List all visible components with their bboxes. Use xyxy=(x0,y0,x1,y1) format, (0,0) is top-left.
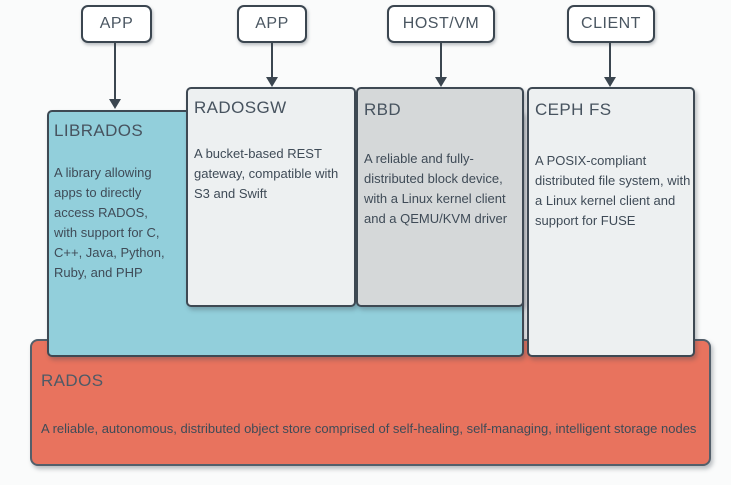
arrow-down-icon xyxy=(435,77,447,87)
component-cephfs-description: A POSIX-compliant distributed file syste… xyxy=(535,153,691,228)
arrow-down-icon xyxy=(109,99,121,109)
node-host-vm-label: HOST/VM xyxy=(402,15,480,32)
node-app-1: APP xyxy=(81,5,152,43)
component-librados-description: A library allowing apps to directly acce… xyxy=(54,165,165,280)
node-app-2-label: APP xyxy=(255,15,289,32)
arrow-down-icon xyxy=(604,77,616,87)
component-rados-description: A reliable, autonomous, distributed obje… xyxy=(41,421,697,436)
arrow-down-icon xyxy=(266,77,278,87)
component-rbd-description: A reliable and fully-distributed block d… xyxy=(364,151,508,226)
node-client-label: CLIENT xyxy=(581,15,641,32)
arrow-client-to-cephfs-line xyxy=(609,43,611,78)
component-rbd: RBD A reliable and fully-distributed blo… xyxy=(356,87,524,307)
arrow-app1-to-librados-line xyxy=(114,43,116,100)
arrow-hostvm-to-rbd-line xyxy=(440,43,442,78)
arrow-app2-to-radosgw-line xyxy=(271,43,273,78)
component-cephfs-title: CEPH FS xyxy=(535,100,612,119)
component-radosgw-description: A bucket-based REST gateway, compatible … xyxy=(194,146,339,201)
node-client: CLIENT xyxy=(567,5,655,43)
component-cephfs: CEPH FS A POSIX-compliant distributed fi… xyxy=(527,87,695,357)
component-rados: RADOS A reliable, autonomous, distribute… xyxy=(30,339,711,466)
component-radosgw: RADOSGW A bucket-based REST gateway, com… xyxy=(186,87,356,307)
node-app-1-label: APP xyxy=(99,15,134,32)
component-librados-title: LIBRADOS xyxy=(54,121,144,140)
component-rbd-title: RBD xyxy=(364,100,402,119)
component-rados-title: RADOS xyxy=(41,371,104,390)
node-app-2: APP xyxy=(237,5,307,43)
component-radosgw-title: RADOSGW xyxy=(194,98,287,117)
node-host-vm: HOST/VM xyxy=(387,5,495,43)
